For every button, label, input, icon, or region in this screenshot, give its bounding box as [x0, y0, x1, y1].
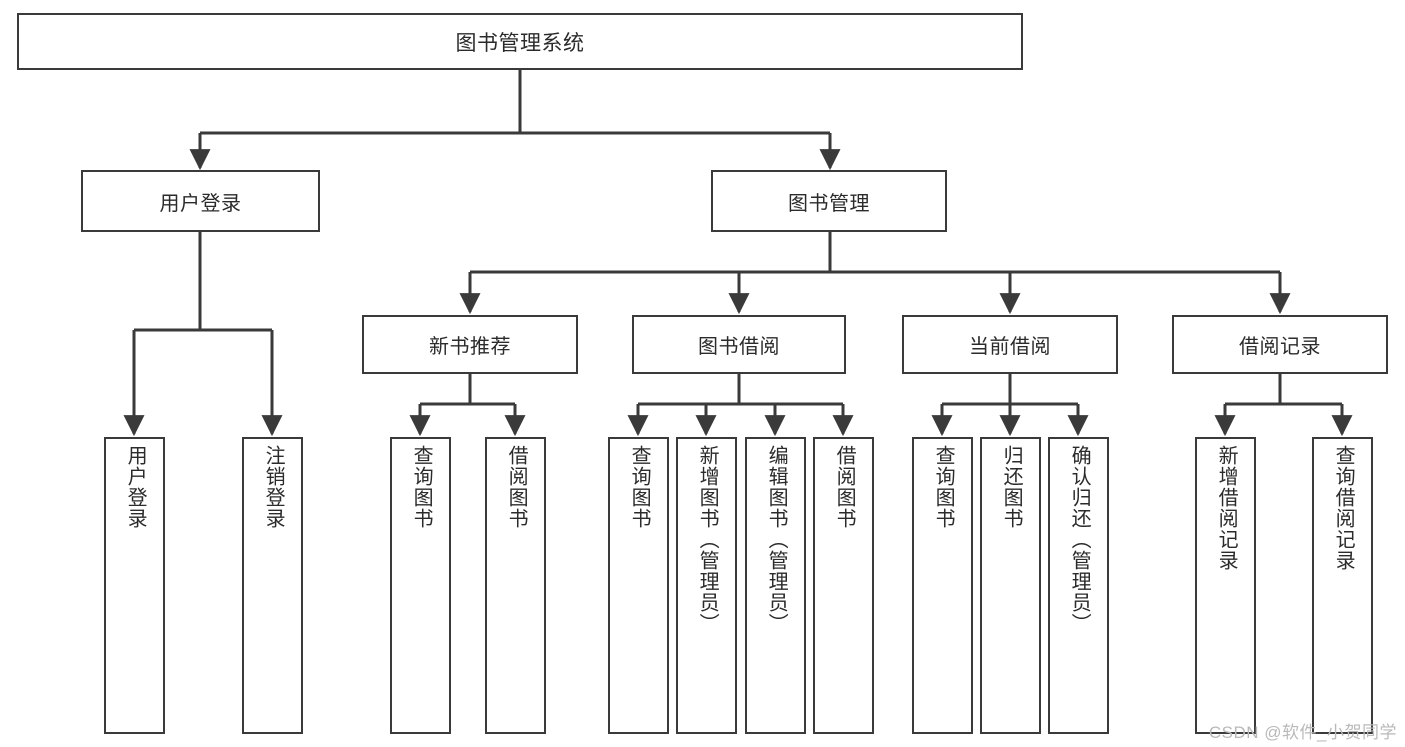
- node-borrow-record[interactable]: 借阅记录: [1172, 315, 1388, 374]
- leaf-current-return-book[interactable]: 归还图书: [980, 437, 1041, 734]
- node-label: 借阅图书: [833, 445, 856, 529]
- node-label: 当前借阅: [969, 336, 1051, 358]
- leaf-borrow-add-book[interactable]: 新增图书（管理员）: [676, 437, 737, 734]
- node-book-management-system[interactable]: 图书管理系统: [17, 13, 1023, 70]
- node-label: 用户登录: [124, 445, 147, 529]
- node-book-borrow[interactable]: 图书借阅: [632, 315, 846, 374]
- node-label: 新增借阅记录: [1215, 445, 1238, 571]
- leaf-record-add-record[interactable]: 新增借阅记录: [1195, 437, 1256, 734]
- node-new-book-recommend[interactable]: 新书推荐: [362, 315, 578, 374]
- node-current-borrow[interactable]: 当前借阅: [902, 315, 1118, 374]
- node-label: 借阅图书: [505, 445, 528, 529]
- node-label: 确认归还（管理员）: [1068, 445, 1091, 634]
- node-label: 借阅记录: [1239, 336, 1321, 358]
- leaf-borrow-edit-book[interactable]: 编辑图书（管理员）: [745, 437, 806, 734]
- node-label: 查询借阅记录: [1332, 445, 1355, 571]
- leaf-current-query-book[interactable]: 查询图书: [912, 437, 973, 734]
- leaf-new-book-borrow[interactable]: 借阅图书: [485, 437, 546, 734]
- node-label: 图书借阅: [698, 336, 780, 358]
- node-label: 用户登录: [159, 192, 242, 215]
- leaf-record-query-record[interactable]: 查询借阅记录: [1312, 437, 1373, 734]
- leaf-user-login-login[interactable]: 用户登录: [104, 437, 165, 734]
- leaf-borrow-query-book[interactable]: 查询图书: [608, 437, 669, 734]
- node-label: 查询图书: [628, 445, 651, 529]
- leaf-current-confirm-return[interactable]: 确认归还（管理员）: [1048, 437, 1109, 734]
- node-label: 图书管理系统: [455, 31, 585, 55]
- node-book-management[interactable]: 图书管理: [711, 170, 947, 232]
- node-label: 归还图书: [1000, 445, 1023, 529]
- node-label: 注销登录: [262, 445, 285, 529]
- leaf-new-book-query[interactable]: 查询图书: [390, 437, 451, 734]
- node-label: 新书推荐: [429, 336, 511, 358]
- node-user-login[interactable]: 用户登录: [81, 170, 320, 232]
- leaf-user-login-logout[interactable]: 注销登录: [242, 437, 303, 734]
- node-label: 查询图书: [932, 445, 955, 529]
- leaf-borrow-borrow-book[interactable]: 借阅图书: [813, 437, 874, 734]
- node-label: 新增图书（管理员）: [696, 445, 719, 634]
- node-label: 编辑图书（管理员）: [765, 445, 788, 634]
- node-label: 查询图书: [410, 445, 433, 529]
- node-label: 图书管理: [788, 192, 870, 215]
